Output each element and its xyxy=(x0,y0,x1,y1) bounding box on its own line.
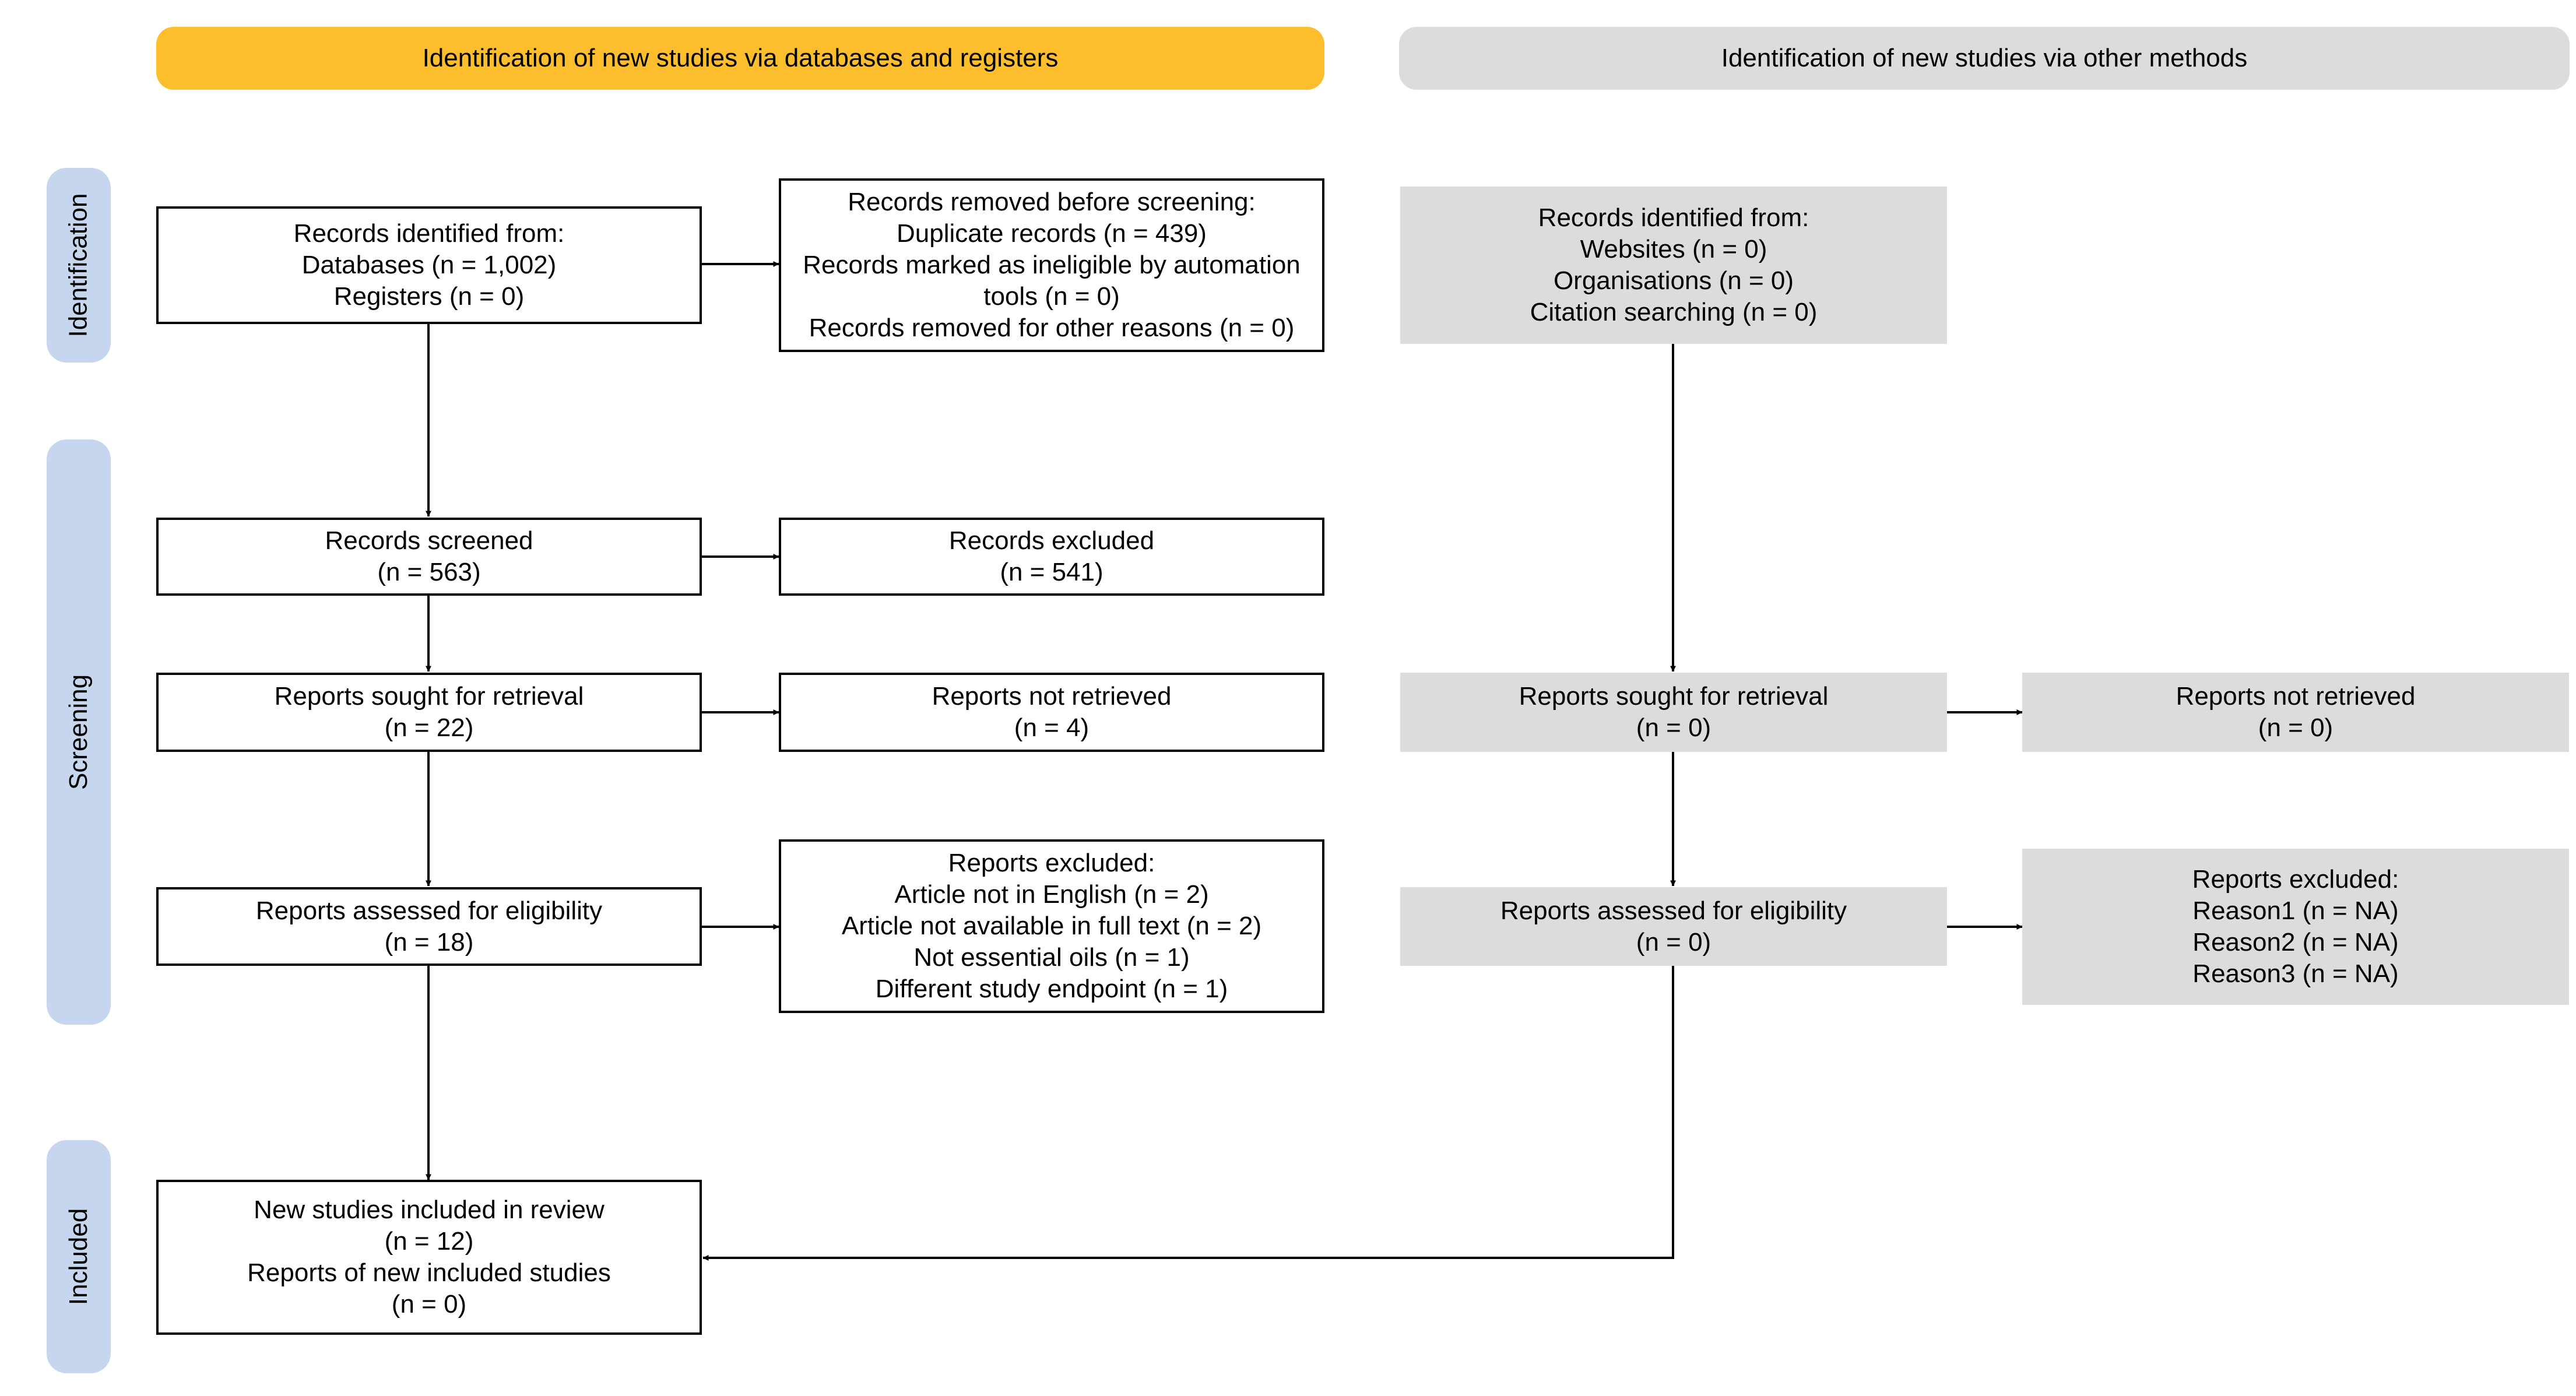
other-reports-excluded-line-3: Reason2 (n = NA) xyxy=(2192,928,2399,957)
db-reports-assessed: Reports assessed for eligibility (n = 18… xyxy=(156,887,702,966)
db-removed-line-2: Duplicate records (n = 439) xyxy=(897,219,1207,248)
db-identified-line-1: Records identified from: xyxy=(293,219,565,248)
other-identified-line-2: Websites (n = 0) xyxy=(1580,235,1767,263)
db-studies-included: New studies included in review (n = 12) … xyxy=(156,1180,702,1335)
db-removed-line-1: Records removed before screening: xyxy=(848,188,1256,216)
db-reports-excluded-line-5: Different study endpoint (n = 1) xyxy=(875,975,1228,1003)
other-identified-line-1: Records identified from: xyxy=(1538,203,1809,232)
db-sought-line-2: (n = 22) xyxy=(384,713,474,742)
other-reports-excluded-line-2: Reason1 (n = NA) xyxy=(2192,896,2399,925)
db-excluded-line-2: (n = 541) xyxy=(1000,558,1104,586)
db-records-screened: Records screened (n = 563) xyxy=(156,518,702,596)
header-other-label: Identification of new studies via other … xyxy=(1721,44,2248,72)
db-screened-line-1: Records screened xyxy=(325,526,533,555)
other-records-identified: Records identified from: Websites (n = 0… xyxy=(1400,187,1947,344)
phase-included: Included xyxy=(47,1140,111,1373)
db-assessed-line-1: Reports assessed for eligibility xyxy=(255,896,603,925)
db-included-line-2: (n = 12) xyxy=(384,1227,474,1256)
other-sought-line-2: (n = 0) xyxy=(1636,713,1712,742)
other-reports-excluded: Reports excluded: Reason1 (n = NA) Reaso… xyxy=(2022,849,2569,1005)
header-databases-label: Identification of new studies via databa… xyxy=(422,44,1059,72)
db-reports-excluded: Reports excluded: Article not in English… xyxy=(779,839,1324,1013)
phase-screening: Screening xyxy=(47,439,111,1025)
db-records-identified: Records identified from: Databases (n = … xyxy=(156,206,702,324)
header-other-methods: Identification of new studies via other … xyxy=(1399,27,2570,90)
db-reports-excluded-line-3: Article not available in full text (n = … xyxy=(841,912,1262,940)
db-reports-excluded-line-1: Reports excluded: xyxy=(948,849,1155,877)
db-included-line-1: New studies included in review xyxy=(254,1195,605,1224)
db-removed-line-4: tools (n = 0) xyxy=(983,282,1120,311)
db-records-excluded: Records excluded (n = 541) xyxy=(779,518,1324,596)
other-reports-sought: Reports sought for retrieval (n = 0) xyxy=(1400,673,1947,752)
arrow-other-assessed-to-included xyxy=(702,966,1674,1261)
db-reports-not-retrieved: Reports not retrieved (n = 4) xyxy=(779,673,1324,752)
db-screened-line-2: (n = 563) xyxy=(377,558,481,586)
db-records-removed: Records removed before screening: Duplic… xyxy=(779,178,1324,352)
other-reports-excluded-line-4: Reason3 (n = NA) xyxy=(2192,959,2399,988)
db-assessed-line-2: (n = 18) xyxy=(384,927,474,957)
db-excluded-line-1: Records excluded xyxy=(948,526,1155,555)
db-not-retrieved-line-2: (n = 4) xyxy=(1014,713,1090,742)
db-identified-line-2: Databases (n = 1,002) xyxy=(301,251,557,279)
db-reports-excluded-line-2: Article not in English (n = 2) xyxy=(894,880,1209,909)
db-removed-line-3: Records marked as ineligible by automati… xyxy=(803,251,1301,279)
other-identified-line-4: Citation searching (n = 0) xyxy=(1530,298,1818,326)
db-reports-sought: Reports sought for retrieval (n = 22) xyxy=(156,673,702,752)
other-reports-assessed: Reports assessed for eligibility (n = 0) xyxy=(1400,887,1947,966)
db-identified-line-3: Registers (n = 0) xyxy=(333,282,525,311)
header-databases-registers: Identification of new studies via databa… xyxy=(156,27,1324,90)
other-identified-line-3: Organisations (n = 0) xyxy=(1553,266,1794,295)
other-assessed-line-2: (n = 0) xyxy=(1636,927,1712,957)
other-not-retrieved-line-2: (n = 0) xyxy=(2258,713,2333,742)
other-not-retrieved-line-1: Reports not retrieved xyxy=(2176,682,2416,711)
db-included-line-4: (n = 0) xyxy=(391,1290,467,1318)
other-reports-not-retrieved: Reports not retrieved (n = 0) xyxy=(2022,673,2569,752)
other-assessed-line-1: Reports assessed for eligibility xyxy=(1500,896,1847,925)
other-reports-excluded-line-1: Reports excluded: xyxy=(2192,865,2399,894)
db-removed-line-5: Records removed for other reasons (n = 0… xyxy=(809,314,1295,342)
db-included-line-3: Reports of new included studies xyxy=(247,1258,611,1287)
db-not-retrieved-line-1: Reports not retrieved xyxy=(932,682,1172,711)
db-reports-excluded-line-4: Not essential oils (n = 1) xyxy=(913,943,1190,972)
phase-identification: Identification xyxy=(47,168,111,363)
other-sought-line-1: Reports sought for retrieval xyxy=(1519,682,1829,711)
db-sought-line-1: Reports sought for retrieval xyxy=(274,682,584,711)
